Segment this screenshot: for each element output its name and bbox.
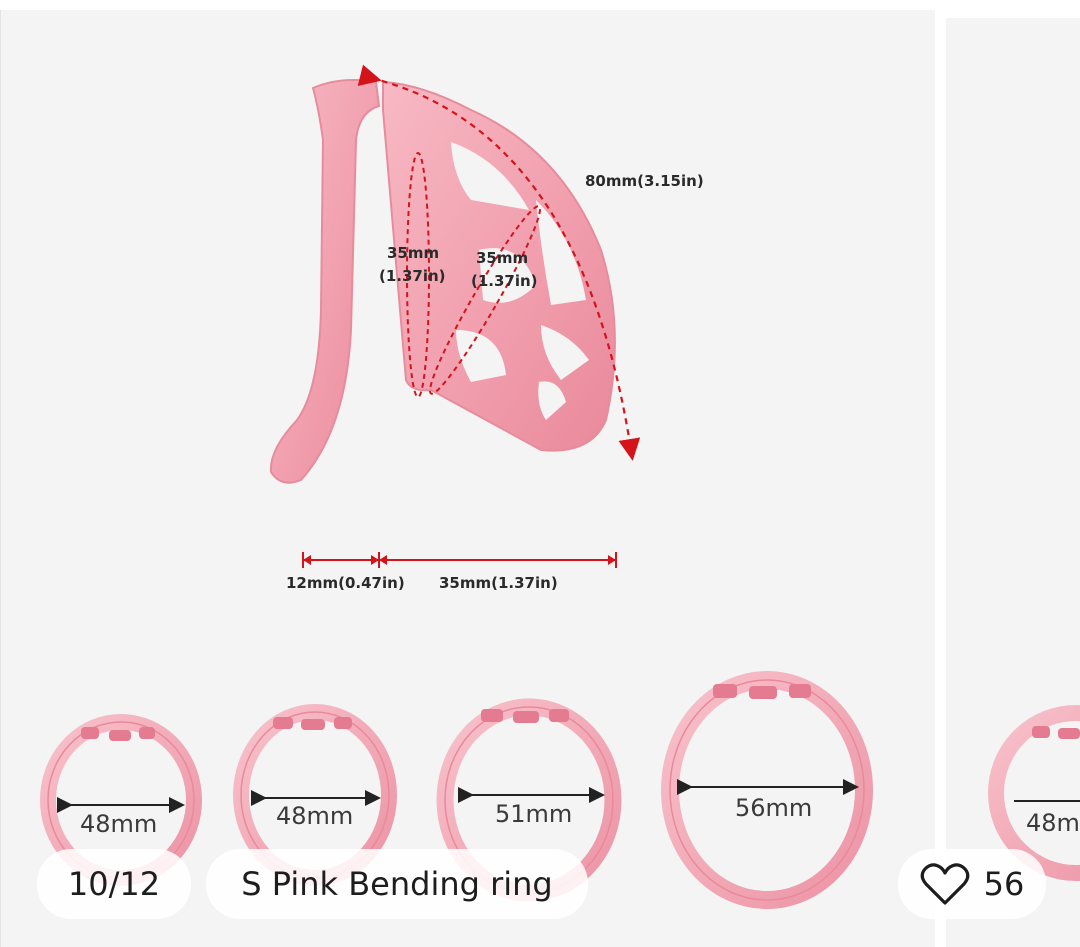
ring-size-label: 48mm [80,810,157,838]
length-curve-label: 80mm(3.15in) [585,172,704,190]
product-arm [269,79,381,484]
image-caption[interactable]: S Pink Bending ring [206,849,588,919]
gallery-slide-next-peek[interactable]: 48m [946,18,1080,947]
ring-size-label: 48mm [276,802,353,830]
next-slide-ring: 48m [988,705,1080,881]
opening-diagonal-mm-label: 35mm [476,249,528,267]
slide-gap [935,10,946,947]
ring-size-label: 56mm [735,794,812,822]
image-counter: 10/12 [37,849,191,919]
gap-width-label: 12mm(0.47in) [286,574,405,592]
product-dimension-diagram: 80mm(3.15in) 35mm (1.37in) 35mm (1.37in)… [40,64,873,909]
heart-outline-icon [920,863,969,905]
opening-vertical-in-label: (1.37in) [379,267,446,285]
opening-diagonal-in-label: (1.37in) [471,272,538,290]
ring-size-label: 51mm [495,800,572,828]
cage-depth-label: 35mm(1.37in) [439,574,558,592]
next-ring-size-label: 48m [1026,809,1080,837]
status-bar-strip [0,0,1080,10]
opening-vertical-mm-label: 35mm [387,244,439,262]
ring-size-4: 56mm [661,671,873,909]
dimension-lines [302,64,641,568]
gallery-slide-current[interactable]: 80mm(3.15in) 35mm (1.37in) 35mm (1.37in)… [0,10,936,947]
like-button[interactable]: 56 [898,849,1046,919]
like-count: 56 [983,865,1025,903]
